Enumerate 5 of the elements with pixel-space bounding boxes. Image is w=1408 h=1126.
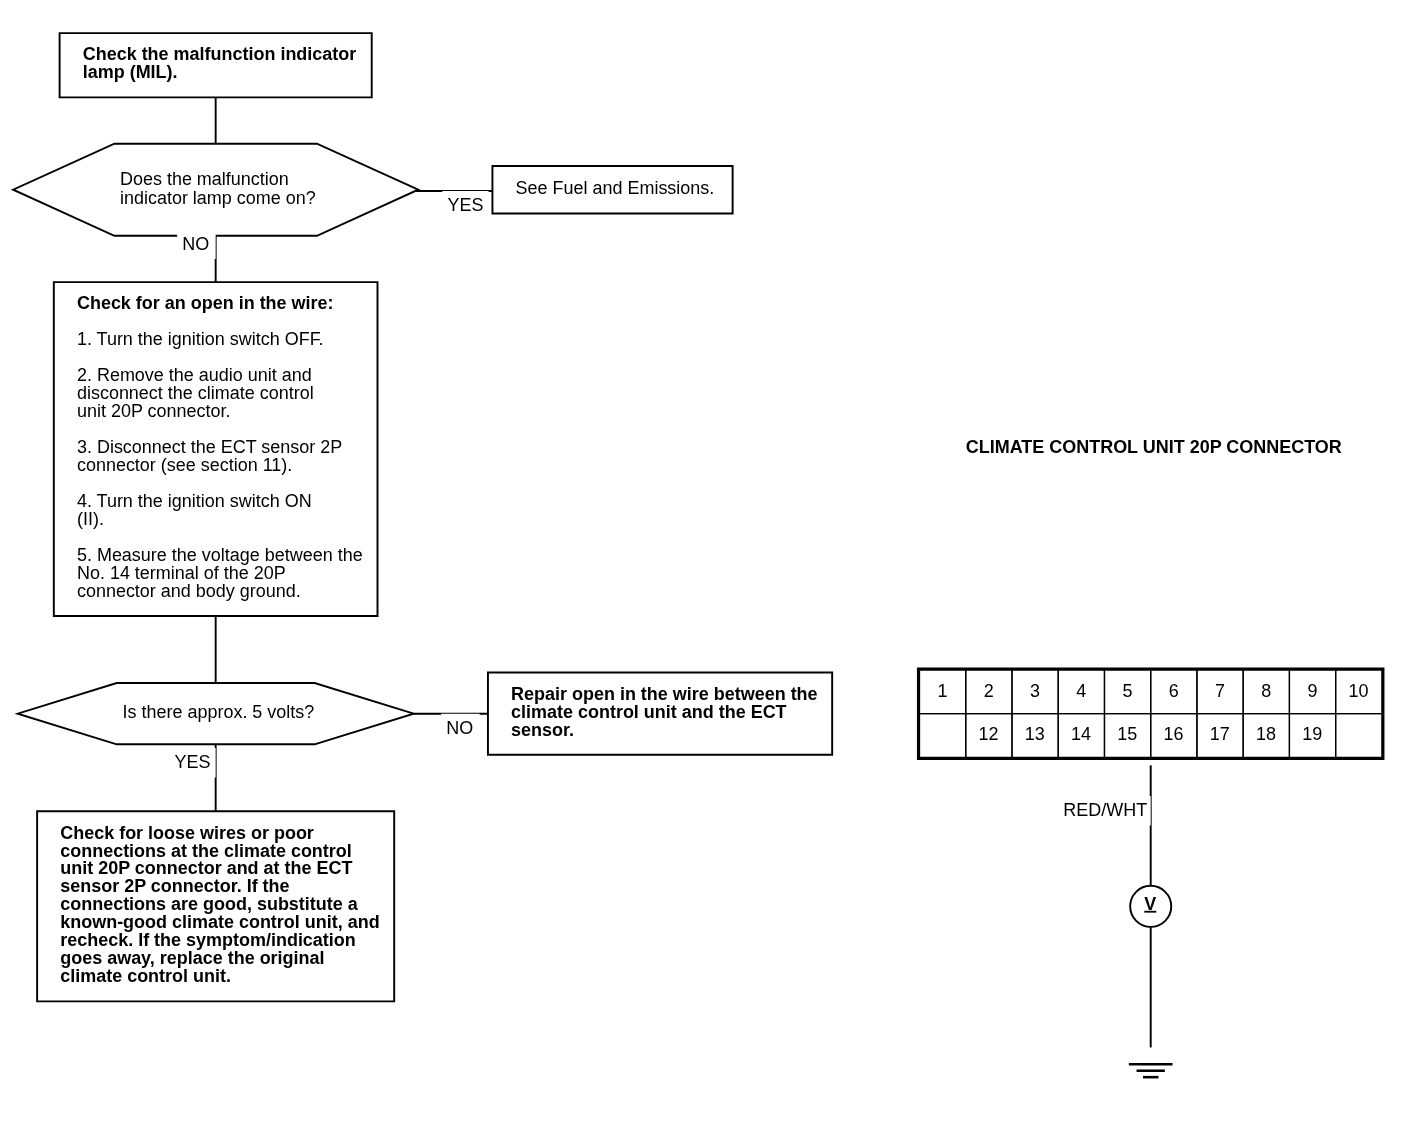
edge-label: YES [447,194,484,215]
label: CLIMATE CONTROL UNIT 20P CONNECTOR [965,436,1342,457]
edge-label: YES [174,751,211,772]
edge-label: NO [446,717,474,738]
edge-label: RED/WHT [1063,799,1148,820]
